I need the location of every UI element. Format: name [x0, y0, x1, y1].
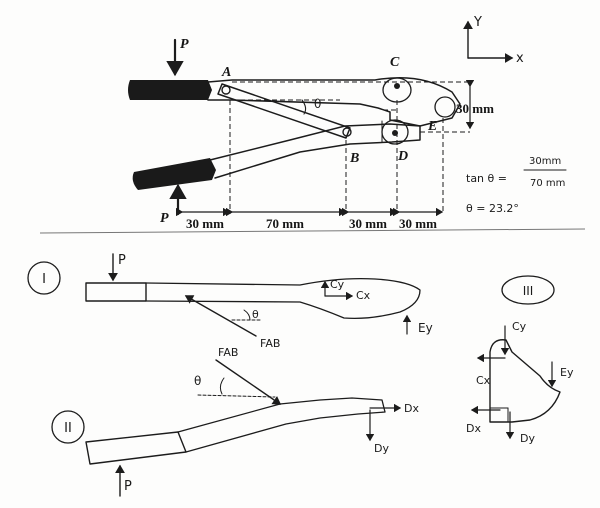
section-divider: [39, 228, 586, 234]
fbd3-ey-label: Ey: [560, 366, 574, 379]
fbd2-fab-label: FAB: [218, 346, 238, 359]
calc-numerator: 30mm: [529, 156, 561, 167]
calc-denominator: 70 mm: [530, 178, 565, 189]
dimension-3-label: 30 mm: [349, 216, 387, 231]
fbd1-cy-label: Cy: [330, 278, 345, 291]
fbd3-cx-label: Cx: [476, 374, 491, 387]
upper-handle-grip: [128, 80, 212, 100]
fbd2-dx-label: Dx: [404, 402, 419, 415]
fbd2-number: II: [64, 421, 72, 436]
fbd2-dy-label: Dy: [374, 442, 389, 455]
point-d-label: D: [397, 149, 408, 164]
fbd1-cx-label: Cx: [356, 289, 371, 302]
fbd3-dx-label: Dx: [466, 422, 481, 435]
load-label-bottom: P: [160, 211, 169, 226]
dimension-2-label: 70 mm: [266, 216, 304, 231]
angle-theta-label: θ: [314, 97, 321, 111]
free-body-diagram-1: I P θ FAB Cy Cx Ey: [27, 253, 433, 350]
y-axis-label: Y: [473, 15, 482, 30]
fbd3-dy-label: Dy: [520, 432, 535, 445]
point-b-label: B: [349, 151, 359, 166]
x-axis-label: x: [516, 51, 524, 66]
load-label-top: P: [180, 37, 189, 52]
point-a-label: A: [221, 65, 231, 80]
fbd1-number: I: [42, 272, 46, 287]
lower-arm: [209, 123, 421, 179]
height-dimension-label: 30 mm: [456, 101, 494, 116]
fbd1-p-label: P: [118, 253, 126, 268]
calc-tan-lhs: tan θ =: [466, 172, 507, 185]
xy-axes-icon: [463, 20, 514, 63]
dimension-4-label: 30 mm: [399, 216, 437, 231]
lower-handle-grip: [132, 158, 216, 190]
free-body-diagram-2: II FAB θ Dx Dy P: [51, 346, 419, 497]
calc-result: θ = 23.2°: [466, 202, 519, 215]
fbd2-theta-label: θ: [194, 374, 201, 388]
point-c-label: C: [390, 55, 400, 70]
fbd3-number: III: [523, 284, 534, 298]
dimension-1-label: 30 mm: [186, 216, 224, 231]
fbd1-fab-label: FAB: [260, 337, 280, 350]
fbd2-p-label: P: [124, 479, 132, 494]
link-ab: [217, 83, 351, 139]
fbd1-theta-label: θ: [252, 308, 259, 321]
fbd3-cy-label: Cy: [512, 320, 527, 333]
printed-figure: Y x P P θ: [39, 15, 586, 234]
point-e-label: E: [427, 119, 437, 134]
fbd1-ey-label: Ey: [418, 321, 433, 335]
free-body-diagram-3: III Cy Cx Ey Dx Dy: [466, 275, 574, 445]
